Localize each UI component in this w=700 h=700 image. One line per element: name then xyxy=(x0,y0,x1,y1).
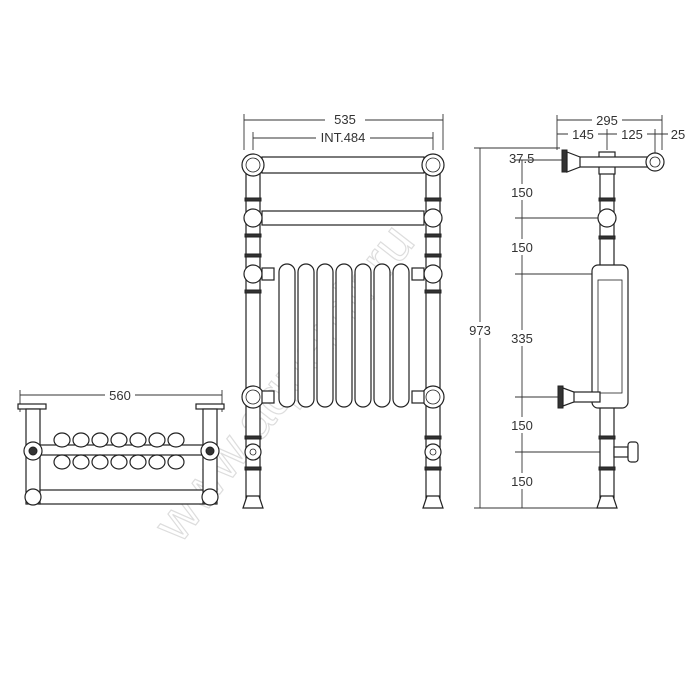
radiator-section xyxy=(316,263,334,408)
radiator-section-plan xyxy=(53,432,71,448)
dim-depth-part-3: 25 xyxy=(671,127,685,142)
radiator-section-plan xyxy=(53,454,71,470)
radiator-section xyxy=(373,263,391,408)
radiator-section xyxy=(335,263,353,408)
dim-height-3: 335 xyxy=(511,331,533,346)
dim-overall-height: 973 xyxy=(469,323,491,338)
radiator-section-plan xyxy=(167,432,185,448)
dim-internal-width: INT.484 xyxy=(321,130,366,145)
side-view: 295 145 125 25 973 37.5 150 150 335 150 … xyxy=(466,113,688,509)
dim-depth-part-1: 145 xyxy=(572,127,594,142)
dim-depth-part-2: 125 xyxy=(621,127,643,142)
radiator-section-plan xyxy=(129,432,147,448)
radiator-section-plan xyxy=(148,454,166,470)
radiator-section-plan xyxy=(110,432,128,448)
radiator-section xyxy=(297,263,315,408)
radiator-section xyxy=(354,263,372,408)
dim-height-4: 150 xyxy=(511,418,533,433)
radiator-section-plan xyxy=(72,432,90,448)
dim-height-5: 150 xyxy=(511,474,533,489)
radiator-section-plan xyxy=(148,432,166,448)
radiator-section-plan xyxy=(110,454,128,470)
radiator-section-plan xyxy=(129,454,147,470)
radiator-section xyxy=(278,263,296,408)
dim-height-0: 37.5 xyxy=(509,151,534,166)
plan-view: 560 xyxy=(17,388,225,506)
radiator-section xyxy=(392,263,410,408)
dim-height-2: 150 xyxy=(511,240,533,255)
dim-height-1: 150 xyxy=(511,185,533,200)
dim-plan-depth: 560 xyxy=(109,388,131,403)
radiator-section-plan xyxy=(167,454,185,470)
radiator-section-plan xyxy=(91,432,109,448)
radiator-section-plan xyxy=(91,454,109,470)
dim-overall-depth: 295 xyxy=(596,113,618,128)
dim-overall-width: 535 xyxy=(334,112,356,127)
radiator-section-plan xyxy=(72,454,90,470)
front-view: 535 INT.484 xyxy=(241,112,445,509)
